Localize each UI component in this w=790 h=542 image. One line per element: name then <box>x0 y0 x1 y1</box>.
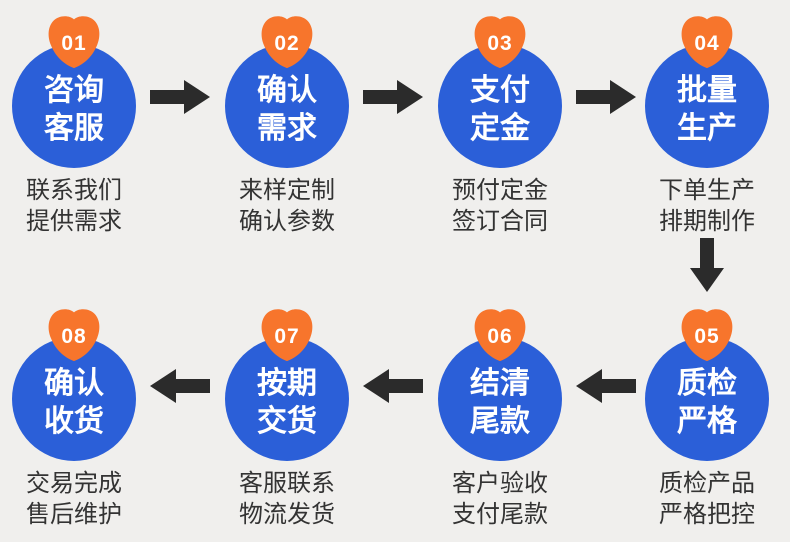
step-04: 04 批量 生产 下单生产 排期制作 <box>627 14 787 244</box>
step-number: 04 <box>694 32 720 56</box>
step-03: 03 支付 定金 预付定金 签订合同 <box>420 14 580 244</box>
shield-badge-icon <box>681 16 733 69</box>
desc-line: 确认参数 <box>239 208 335 235</box>
step-title-line: 确认 <box>257 73 317 107</box>
step-number: 08 <box>61 325 87 349</box>
desc-line: 严格把控 <box>659 501 755 528</box>
arrow-right-icon <box>150 77 210 117</box>
step-number: 02 <box>274 32 300 56</box>
step-07-badge: 07 <box>258 307 316 363</box>
shield-badge-icon <box>474 309 526 362</box>
step-04-description: 下单生产 排期制作 <box>627 175 787 237</box>
step-title-line: 确认 <box>44 366 104 400</box>
step-07-description: 客服联系 物流发货 <box>207 468 367 530</box>
step-title-line: 严格 <box>677 404 737 438</box>
step-07: 07 按期 交货 客服联系 物流发货 <box>207 307 367 537</box>
step-title-line: 定金 <box>470 111 530 145</box>
arrow-left-icon <box>150 366 210 406</box>
step-06: 06 结清 尾款 客户验收 支付尾款 <box>420 307 580 537</box>
desc-line: 排期制作 <box>659 208 755 235</box>
desc-line: 来样定制 <box>239 177 335 204</box>
desc-line: 联系我们 <box>26 177 122 204</box>
step-05-description: 质检产品 严格把控 <box>627 468 787 530</box>
step-title-line: 尾款 <box>470 404 530 438</box>
step-number: 07 <box>274 325 300 349</box>
step-title-line: 生产 <box>677 111 737 145</box>
arrow-down-icon <box>687 238 727 292</box>
step-08: 08 确认 收货 交易完成 售后维护 <box>0 307 154 537</box>
desc-line: 支付尾款 <box>452 501 548 528</box>
step-title-line: 需求 <box>257 111 317 145</box>
arrow-left-icon <box>576 366 636 406</box>
step-title-line: 交货 <box>257 404 317 438</box>
step-02: 02 确认 需求 来样定制 确认参数 <box>207 14 367 244</box>
arrow-right-icon <box>363 77 423 117</box>
step-title-line: 咨询 <box>44 73 104 107</box>
step-02-badge: 02 <box>258 14 316 70</box>
step-title-line: 支付 <box>470 73 530 107</box>
step-title-line: 收货 <box>44 404 104 438</box>
step-08-badge: 08 <box>45 307 103 363</box>
step-01: 01 咨询 客服 联系我们 提供需求 <box>0 14 154 244</box>
step-03-badge: 03 <box>471 14 529 70</box>
step-title-line: 按期 <box>257 366 317 400</box>
step-08-description: 交易完成 售后维护 <box>0 468 154 530</box>
desc-line: 物流发货 <box>239 501 335 528</box>
step-01-badge: 01 <box>45 14 103 70</box>
desc-line: 签订合同 <box>452 208 548 235</box>
step-title-line: 批量 <box>677 73 737 107</box>
step-01-circle: 咨询 客服 <box>12 44 136 168</box>
desc-line: 预付定金 <box>452 177 548 204</box>
shield-badge-icon <box>261 16 313 69</box>
step-title-line: 质检 <box>677 366 737 400</box>
step-04-badge: 04 <box>678 14 736 70</box>
step-08-circle: 确认 收货 <box>12 337 136 461</box>
arrow-left-icon <box>363 366 423 406</box>
desc-line: 客服联系 <box>239 470 335 497</box>
step-number: 06 <box>487 325 513 349</box>
desc-line: 下单生产 <box>659 177 755 204</box>
step-title-line: 客服 <box>44 111 104 145</box>
shield-badge-icon <box>261 309 313 362</box>
desc-line: 交易完成 <box>26 470 122 497</box>
step-06-description: 客户验收 支付尾款 <box>420 468 580 530</box>
step-number: 03 <box>487 32 513 56</box>
shield-badge-icon <box>48 16 100 69</box>
step-03-description: 预付定金 签订合同 <box>420 175 580 237</box>
step-06-badge: 06 <box>471 307 529 363</box>
step-title-line: 结清 <box>470 366 530 400</box>
step-number: 05 <box>694 325 720 349</box>
step-01-description: 联系我们 提供需求 <box>0 175 154 237</box>
shield-badge-icon <box>48 309 100 362</box>
arrow-right-icon <box>576 77 636 117</box>
step-number: 01 <box>61 32 87 56</box>
step-05-badge: 05 <box>678 307 736 363</box>
shield-badge-icon <box>681 309 733 362</box>
shield-badge-icon <box>474 16 526 69</box>
step-02-description: 来样定制 确认参数 <box>207 175 367 237</box>
desc-line: 提供需求 <box>26 208 122 235</box>
step-05: 05 质检 严格 质检产品 严格把控 <box>627 307 787 537</box>
desc-line: 客户验收 <box>452 470 548 497</box>
desc-line: 售后维护 <box>26 501 122 528</box>
desc-line: 质检产品 <box>659 470 755 497</box>
